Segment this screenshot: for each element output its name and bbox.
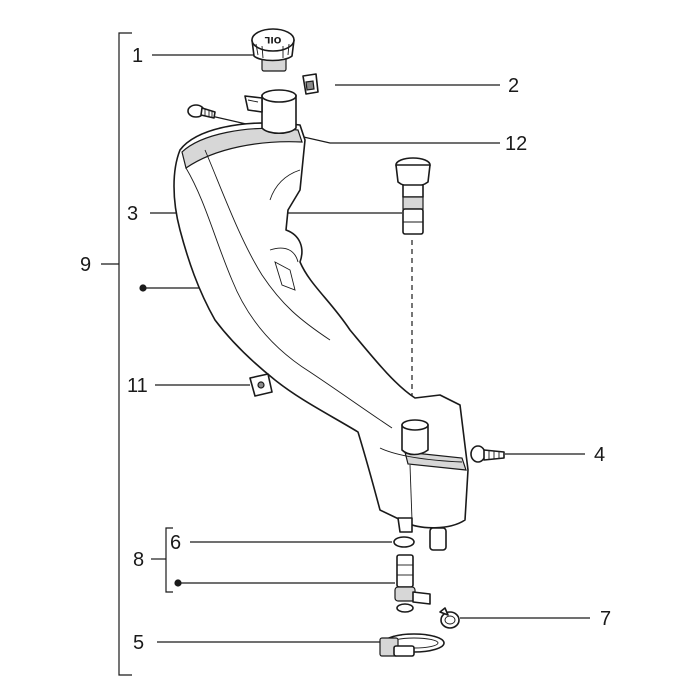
callout-9: 9 [80,254,91,276]
callout-6: 6 [170,532,181,554]
group-9-bracket [101,32,132,676]
leader-12 [197,112,500,144]
clip-part-2 [302,73,319,95]
leader-lines [143,54,590,643]
callout-labels: 1 2 12 3 9 11 4 6 8 7 5 [80,45,611,654]
tank-lower-neck [401,419,429,456]
callout-4: 4 [594,444,605,466]
oil-tank [173,122,469,551]
hose-clip-part-7 [439,607,460,629]
cap-text: OIL [264,34,281,44]
callout-1: 1 [132,45,143,67]
tank-filler-neck [244,89,297,135]
screw-part-12 [187,104,216,119]
callout-5: 5 [133,632,144,654]
callout-2: 2 [508,75,519,97]
o-ring-part-6 [393,536,415,548]
oil-filler-cap: OIL [251,28,295,72]
band-clamp-part-5 [379,633,445,657]
callout-11: 11 [127,375,148,397]
callout-7: 7 [600,608,611,630]
dipstick-part-3 [395,157,431,235]
screw-part-4 [470,445,505,463]
tank-dot [139,284,147,292]
clip-nut-part-11 [249,373,273,397]
group-8-bracket [151,527,173,593]
callout-3: 3 [127,203,138,225]
callout-12: 12 [505,133,527,155]
callout-8: 8 [133,549,144,571]
tap-fitting-part-8 [394,554,431,613]
tap-dot [174,579,182,587]
